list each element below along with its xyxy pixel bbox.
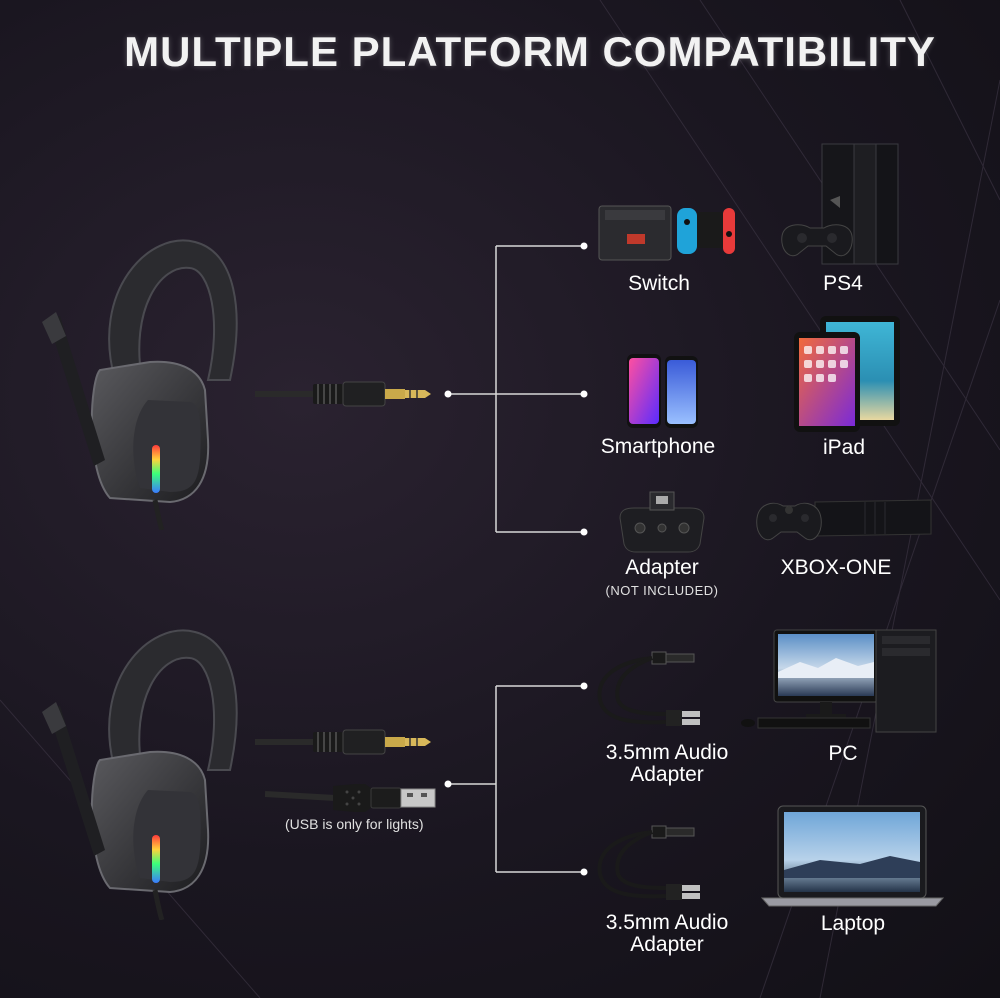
usb-cable	[265, 784, 436, 812]
pc-image	[741, 629, 937, 733]
audio-splitter-image-1	[597, 651, 700, 726]
device-label-switch: Switch	[628, 272, 690, 295]
device-label-smartphone: Smartphone	[600, 435, 716, 458]
device-sublabel-not-included: (NOT INCLUDED)	[605, 583, 719, 598]
headset-image-bottom	[42, 629, 238, 920]
audio-jack-cable-top	[255, 381, 431, 407]
device-label-pc: PC	[828, 742, 858, 765]
headset-image-top	[42, 239, 238, 530]
laptop-image	[760, 805, 945, 907]
device-label-ipad: iPad	[822, 436, 866, 459]
device-label-adapter: Adapter	[625, 556, 699, 579]
ps4-console-image	[781, 143, 899, 265]
switch-console-image	[598, 205, 735, 261]
device-label-audio-adapter-2: 3.5mm Audio Adapter	[605, 911, 729, 956]
audio-splitter-image-2	[597, 825, 700, 900]
device-label-laptop: Laptop	[820, 912, 886, 935]
xbox-adapter-image	[619, 491, 705, 553]
audio-jack-cable-bottom	[255, 729, 431, 755]
ipad-image	[794, 316, 900, 432]
usb-note: (USB is only for lights)	[285, 816, 424, 832]
device-label-xbox-one: XBOX-ONE	[780, 556, 892, 579]
xbox-one-image	[756, 499, 932, 541]
device-label-ps4: PS4	[823, 272, 863, 295]
smartphone-image	[627, 354, 698, 428]
page-title: MULTIPLE PLATFORM COMPATIBILITY	[124, 28, 936, 75]
device-label-audio-adapter-1: 3.5mm Audio Adapter	[605, 741, 729, 786]
